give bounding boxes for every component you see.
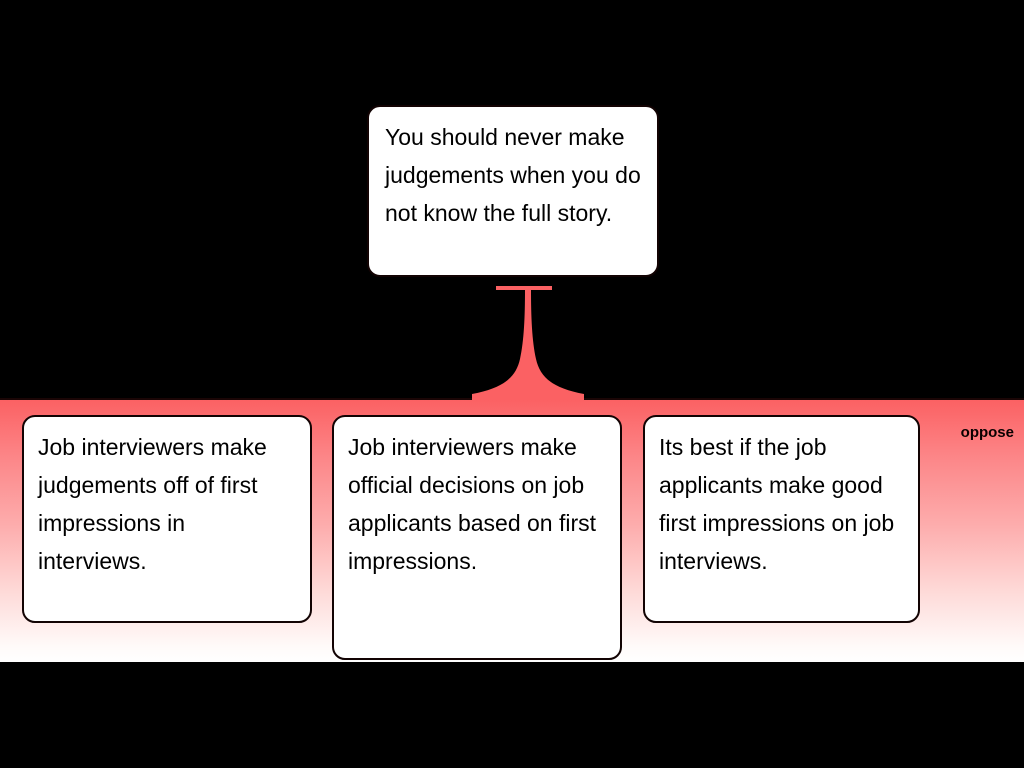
claim-box[interactable]: You should never make judgements when yo… <box>367 105 659 277</box>
argument-box[interactable]: Job interviewers make judgements off of … <box>22 415 312 623</box>
argument-box[interactable]: Job interviewers make official decisions… <box>332 415 622 660</box>
funnel-connector-icon <box>472 289 584 400</box>
claim-to-arguments-connector <box>472 286 584 400</box>
claim-anchor-tick-icon <box>496 286 552 290</box>
stance-label-oppose: oppose <box>960 424 1014 441</box>
argument-box[interactable]: Its best if the job applicants make good… <box>643 415 920 623</box>
